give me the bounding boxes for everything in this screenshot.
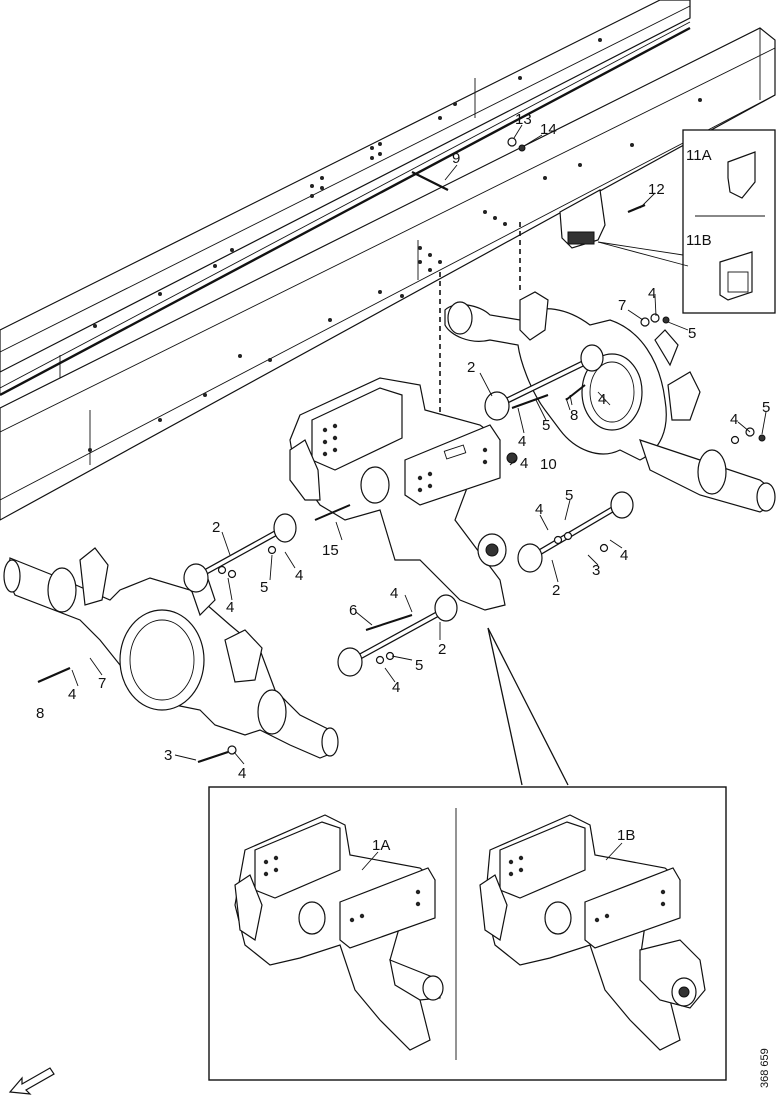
callout-label: 12 [648, 181, 665, 198]
direction-arrow-icon [8, 1067, 55, 1095]
callout-label: 8 [570, 407, 578, 424]
drawing-number: 368 659 [759, 1048, 771, 1088]
callout-label: 5 [542, 417, 550, 434]
bogie-bracket [289, 377, 507, 611]
callout-label: 3 [592, 562, 600, 579]
callout-label: 10 [540, 456, 557, 473]
torque-rods [183, 344, 634, 677]
callout-label: 5 [762, 399, 770, 416]
callout-label: 2 [467, 359, 475, 376]
callout-label: 4 [648, 285, 656, 302]
callout-labels: 2 4 5 4 2 4 5 4 5 4 2 4 3 4 5 6 4 2 4 7 … [36, 111, 770, 782]
label-11a: 11A [686, 147, 712, 164]
bracket-inset: 11A 11B [559, 129, 776, 314]
callout-label: 4 [598, 391, 606, 408]
callout-label: 4 [730, 411, 738, 428]
callout-label: 5 [260, 579, 268, 596]
callout-label: 2 [552, 582, 560, 599]
callout-label: 5 [415, 657, 423, 674]
callout-label: 4 [392, 679, 400, 696]
callout-label: 13 [515, 111, 532, 128]
rear-axle-assembly [444, 291, 776, 513]
callout-label: 6 [349, 602, 357, 619]
leader-lines [71, 124, 767, 765]
callout-label: 14 [540, 121, 557, 138]
bogie-1a-drawing [234, 814, 444, 1051]
callout-label: 4 [68, 686, 76, 703]
front-axle-assembly [3, 547, 339, 759]
bogie-variant-inset: 1A 1B [208, 627, 727, 1081]
callout-label: 4 [295, 567, 303, 584]
callout-label: 4 [535, 501, 543, 518]
callout-label: 4 [238, 765, 246, 782]
label-1b: 1B [617, 827, 635, 844]
callout-label: 4 [226, 599, 234, 616]
callout-label: 7 [618, 297, 626, 314]
callout-label: 3 [164, 747, 172, 764]
label-1a: 1A [372, 837, 390, 854]
upper-rail-holes [93, 38, 602, 328]
bogie-1b-drawing [479, 814, 706, 1051]
callout-label: 2 [438, 641, 446, 658]
callout-label: 8 [36, 705, 44, 722]
callout-label: 15 [322, 542, 339, 559]
lower-rail-holes [88, 98, 702, 452]
callout-label: 5 [565, 487, 573, 504]
callout-label: 4 [518, 433, 526, 450]
callout-label: 5 [688, 325, 696, 342]
callout-label: 4 [620, 547, 628, 564]
callout-label: 4 [390, 585, 398, 602]
callout-label: 9 [452, 150, 460, 167]
label-11b: 11B [686, 232, 712, 249]
callout-label: 2 [212, 519, 220, 536]
callout-label: 4 [520, 455, 528, 472]
frame-rails [0, 0, 776, 521]
callout-label: 7 [98, 675, 106, 692]
